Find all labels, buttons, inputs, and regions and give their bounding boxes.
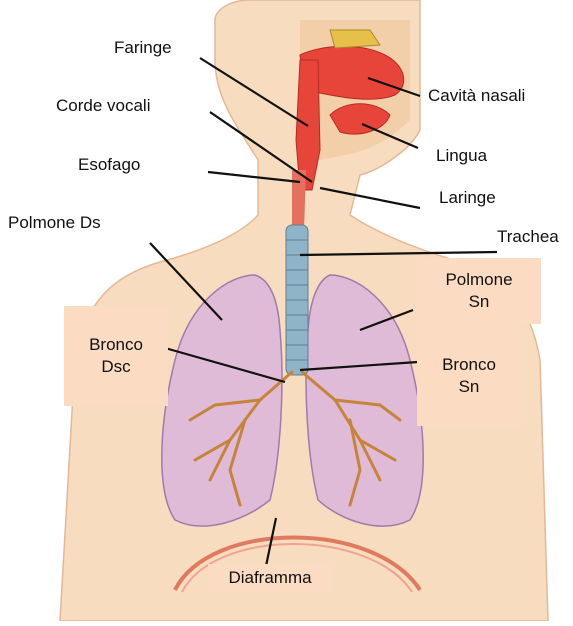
label-bronco-dsc-line2: Dsc (101, 356, 130, 378)
label-faringe: Faringe (114, 38, 172, 58)
label-bronco-dsc-line1: Bronco (89, 334, 143, 356)
label-box-bronco-dsc: Bronco Dsc (64, 306, 168, 406)
label-bronco-sn-line2: Sn (459, 376, 480, 398)
label-polmone-ds: Polmone Ds (8, 213, 101, 233)
esophagus-shape (292, 170, 306, 230)
label-polmone-sn-line1: Polmone (445, 269, 512, 291)
label-trachea: Trachea (497, 227, 559, 247)
label-box-polmone-sn: Polmone Sn (417, 258, 541, 324)
label-corde-vocali: Corde vocali (56, 96, 151, 116)
label-bronco-sn-line1: Bronco (442, 354, 496, 376)
label-lingua: Lingua (436, 146, 487, 166)
label-box-bronco-sn: Bronco Sn (417, 326, 521, 426)
label-diaframma: Diaframma (228, 567, 311, 589)
label-cavita-nasali: Cavità nasali (428, 86, 525, 106)
label-box-diaframma: Diaframma (208, 564, 332, 592)
label-esofago: Esofago (78, 155, 140, 175)
label-polmone-sn-line2: Sn (469, 291, 490, 313)
label-laringe: Laringe (439, 188, 496, 208)
